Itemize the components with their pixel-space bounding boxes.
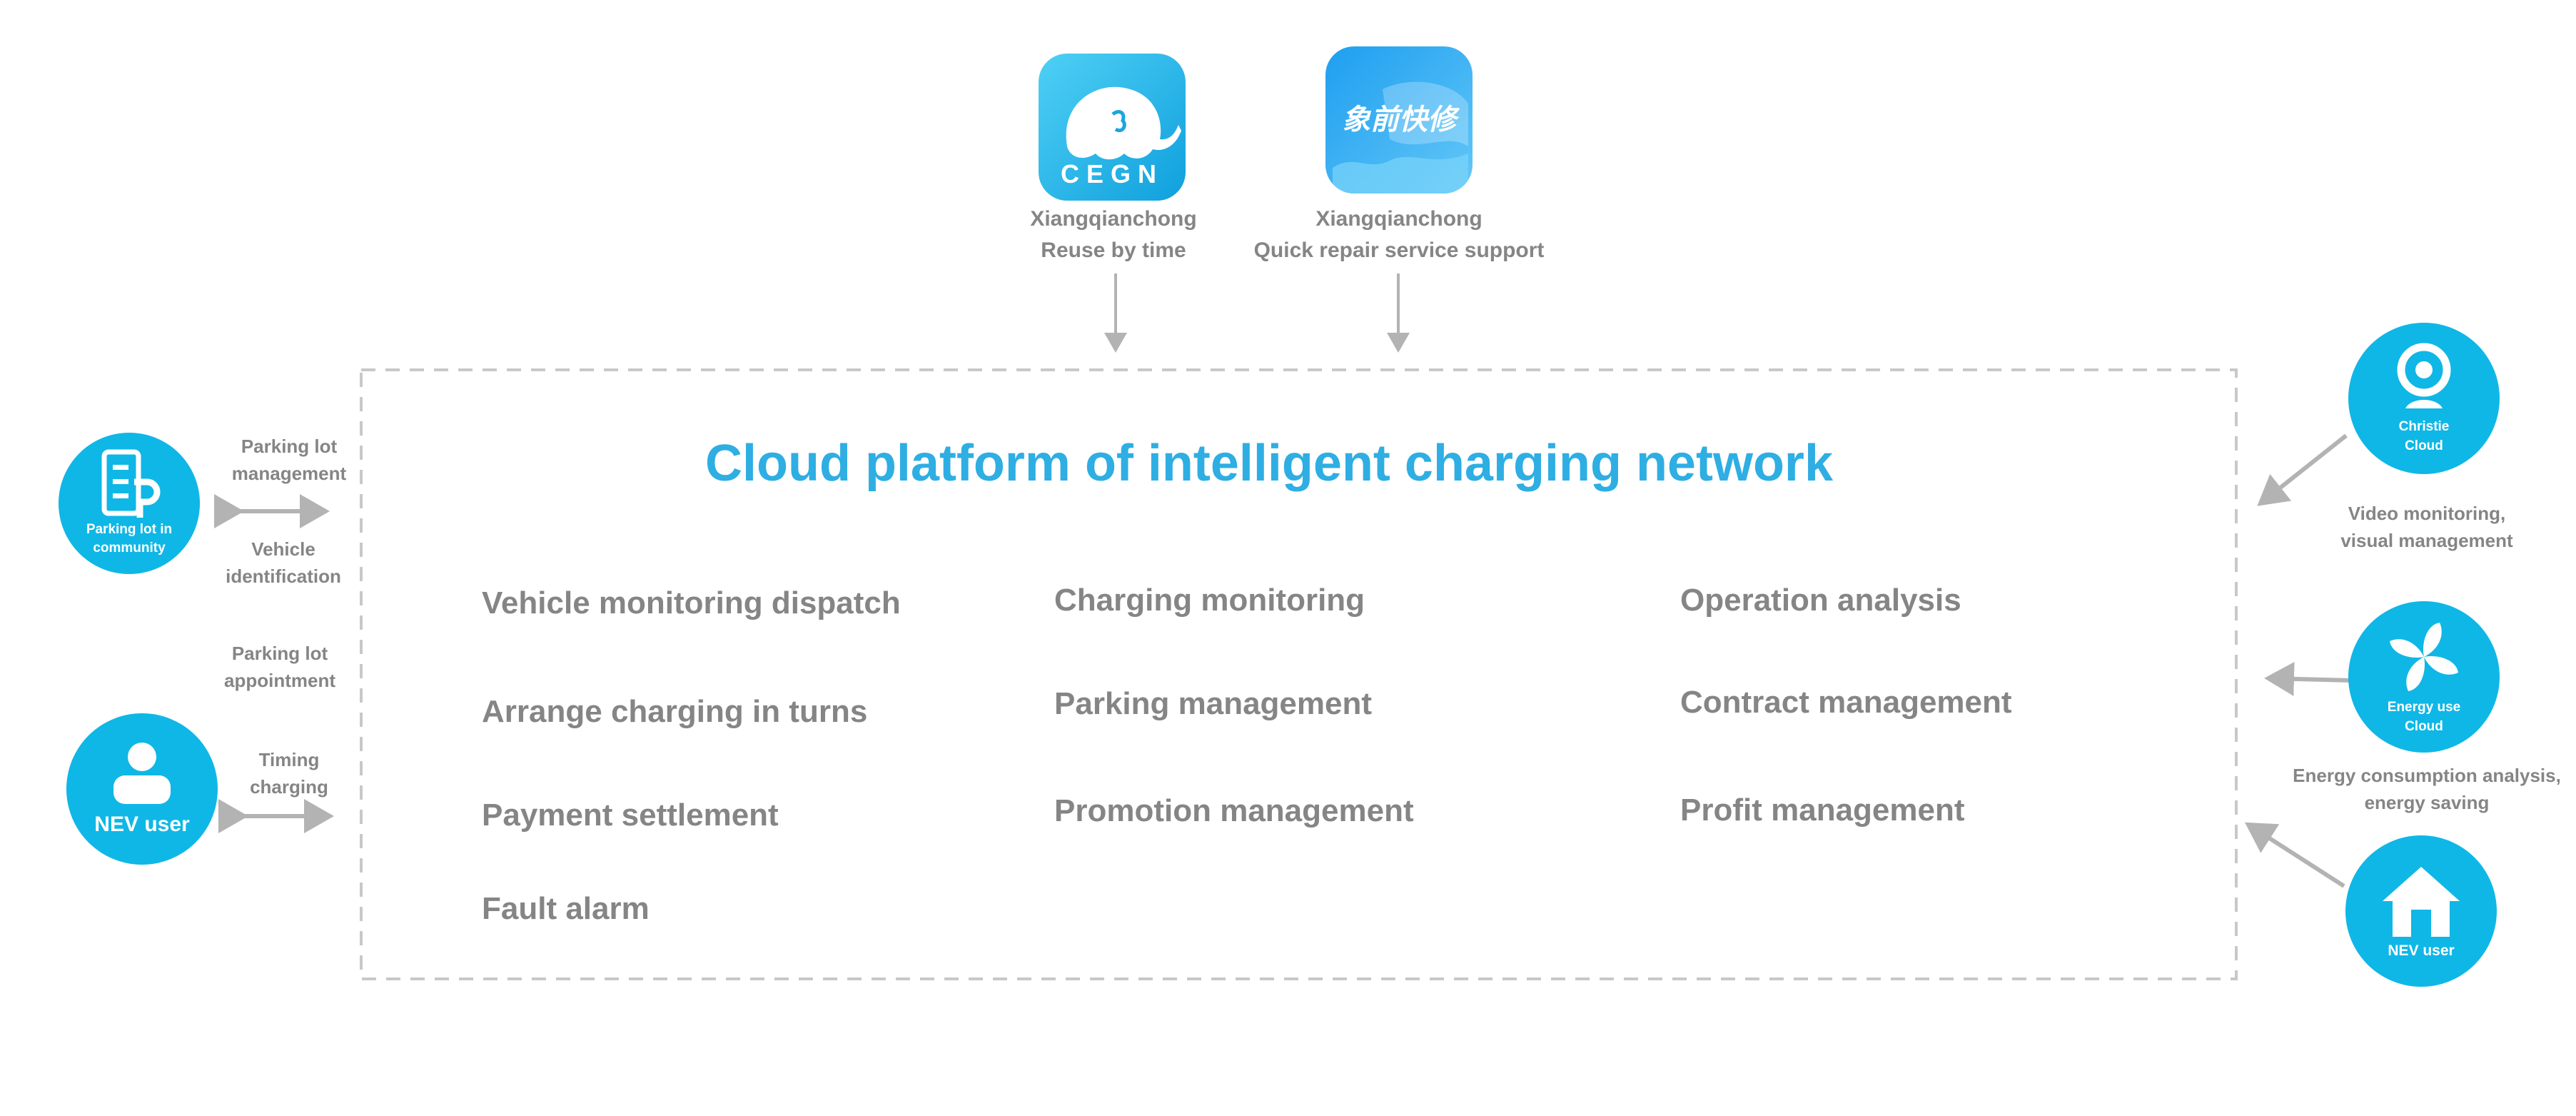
nev-user-label: NEV user bbox=[94, 813, 190, 836]
flow-label-line: Timing bbox=[258, 749, 320, 770]
app1-subtitle: Reuse by time bbox=[1041, 238, 1186, 262]
feature-charging-monitoring: Charging monitoring bbox=[1054, 583, 1365, 618]
platform-title: Cloud platform of intelligent charging n… bbox=[705, 435, 1833, 492]
flow-label-line: identification bbox=[226, 565, 341, 587]
app2-logo-text: 象前快修 bbox=[1342, 104, 1456, 136]
nev-user-node: NEV user bbox=[66, 713, 218, 865]
feature-profit-management: Profit management bbox=[1680, 793, 1965, 828]
person-icon bbox=[113, 743, 171, 804]
energy-cloud-node: Energy use Cloud bbox=[2348, 601, 2500, 753]
feature-fault-alarm: Fault alarm bbox=[482, 891, 650, 926]
christie-cloud-node: Christie Cloud bbox=[2348, 323, 2500, 474]
feature-vehicle-monitoring: Vehicle monitoring dispatch bbox=[482, 585, 901, 620]
parking-building-icon bbox=[101, 449, 161, 518]
nev-user-home-label: NEV user bbox=[2388, 942, 2455, 959]
flow-label-line: Parking lot bbox=[241, 436, 338, 457]
feature-contract-management: Contract management bbox=[1680, 685, 2012, 720]
christie-cloud-desc-line2: visual management bbox=[2340, 530, 2513, 551]
christie-cloud-label: Christie Cloud bbox=[2399, 417, 2450, 456]
arrow-webcam-to-platform bbox=[2257, 433, 2348, 506]
flow-parking-lot-appointment: Parking lot appointment bbox=[205, 640, 355, 694]
webcam-icon bbox=[2397, 343, 2451, 408]
app2-subtitle: Quick repair service support bbox=[1253, 238, 1545, 262]
elephant-cegn-app-icon: CEGN bbox=[1039, 54, 1186, 201]
nev-user-home-node: NEV user bbox=[2345, 835, 2497, 987]
flow-label-line: charging bbox=[250, 776, 328, 798]
feature-payment-settlement: Payment settlement bbox=[482, 798, 779, 833]
feature-parking-management: Parking management bbox=[1054, 686, 1373, 721]
flow-label-line: management bbox=[231, 463, 347, 484]
christie-cloud-label-line1: Christie bbox=[2398, 419, 2450, 434]
energy-cloud-desc-line1: Energy consumption analysis, bbox=[2293, 765, 2561, 786]
christie-cloud-desc-line1: Video monitoring, bbox=[2348, 503, 2506, 524]
energy-cloud-description: Energy consumption analysis, energy savi… bbox=[2277, 762, 2576, 816]
feature-arrange-charging: Arrange charging in turns bbox=[482, 694, 868, 729]
quick-repair-app-icon: 象前快修 bbox=[1325, 46, 1473, 193]
christie-cloud-description: Video monitoring, visual management bbox=[2298, 500, 2555, 554]
flow-vehicle-identification: Vehicle identification bbox=[208, 536, 358, 590]
arrow-energy-to-platform bbox=[2264, 661, 2353, 696]
flow-label-line: Vehicle bbox=[251, 538, 315, 560]
fan-icon bbox=[2390, 623, 2458, 691]
flow-timing-charging: Timing charging bbox=[214, 746, 364, 800]
app1-name: Xiangqianchong bbox=[1030, 207, 1197, 231]
flow-label-line: Parking lot bbox=[231, 643, 328, 664]
arrow-house-to-platform bbox=[2244, 822, 2345, 888]
feature-promotion-management: Promotion management bbox=[1054, 793, 1414, 828]
energy-cloud-label-line1: Energy use bbox=[2387, 700, 2461, 715]
feature-operation-analysis: Operation analysis bbox=[1680, 583, 1961, 618]
energy-cloud-label: Energy use Cloud bbox=[2388, 698, 2460, 736]
christie-cloud-label-line2: Cloud bbox=[2405, 438, 2443, 453]
house-icon bbox=[2383, 867, 2460, 937]
parking-lot-node: Parking lot in community bbox=[59, 433, 200, 574]
platform-frame bbox=[360, 368, 2238, 980]
app1-logo-text: CEGN bbox=[1060, 159, 1163, 188]
flow-label-line: appointment bbox=[224, 670, 335, 691]
energy-cloud-desc-line2: energy saving bbox=[2364, 792, 2490, 813]
flow-parking-lot-management: Parking lot management bbox=[214, 433, 364, 487]
energy-cloud-label-line2: Cloud bbox=[2405, 719, 2443, 734]
app2-name: Xiangqianchong bbox=[1315, 207, 1483, 231]
parking-lot-label: Parking lot in community bbox=[86, 522, 173, 556]
